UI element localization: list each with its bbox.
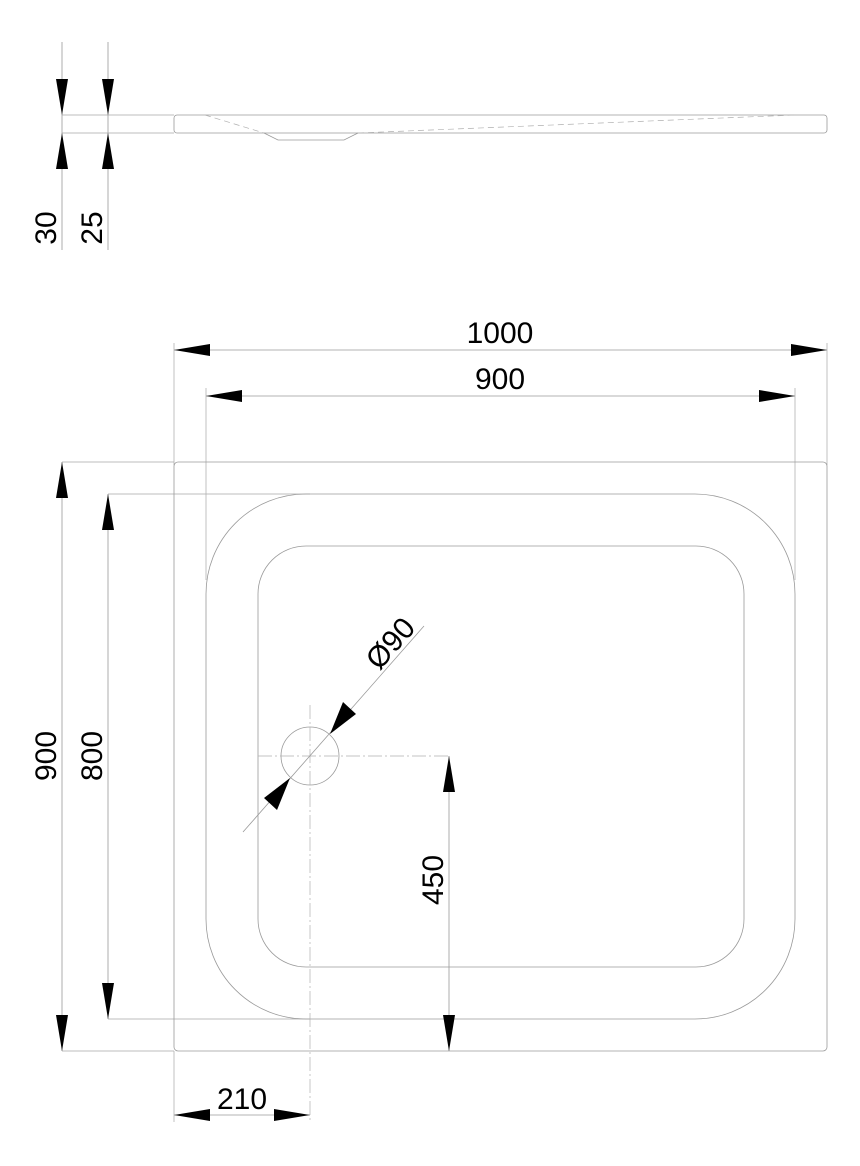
arrow-210-left: [174, 1109, 210, 1121]
tray-outer-outline: [173, 461, 828, 1052]
label-inner-depth: 800: [76, 731, 109, 781]
arrow-900d-top: [56, 462, 68, 498]
arrow-30-bottom: [56, 133, 68, 169]
plan-view: 1000 900 900 800 Ø90: [30, 317, 828, 1122]
arrow-210-right: [274, 1109, 310, 1121]
arrow-450-bottom: [443, 1015, 455, 1051]
arrow-diameter-upper: [330, 702, 356, 734]
arrow-30-top: [56, 79, 68, 115]
label-overall-depth: 900: [30, 731, 63, 781]
tray-floor-outline: [257, 545, 745, 968]
arrow-800-top: [102, 494, 114, 530]
label-inner-width: 900: [475, 363, 525, 396]
drain-recess: [263, 132, 359, 141]
arrow-900d-bottom: [56, 1015, 68, 1051]
label-drain-from-front: 450: [417, 855, 450, 905]
slope-line-left: [204, 114, 265, 134]
side-view: 30 25: [30, 42, 828, 250]
arrow-900w-right: [759, 390, 795, 402]
arrow-900w-left: [206, 390, 242, 402]
label-side-height-25: 25: [76, 211, 109, 244]
arrow-diameter-lower: [264, 778, 290, 810]
label-side-height-30: 30: [30, 211, 63, 244]
arrow-1000-right: [791, 344, 827, 356]
arrow-1000-left: [174, 344, 210, 356]
arrow-800-bottom: [102, 983, 114, 1019]
arrow-25-bottom: [102, 133, 114, 169]
arrow-450-top: [443, 756, 455, 792]
slope-line-right: [357, 114, 796, 134]
label-overall-width: 1000: [467, 317, 534, 350]
arrow-25-top: [102, 79, 114, 115]
tray-profile: [173, 114, 828, 134]
label-drain-from-left: 210: [217, 1083, 267, 1116]
tray-basin-outline: [205, 493, 796, 1020]
label-drain-diameter: Ø90: [360, 612, 422, 676]
